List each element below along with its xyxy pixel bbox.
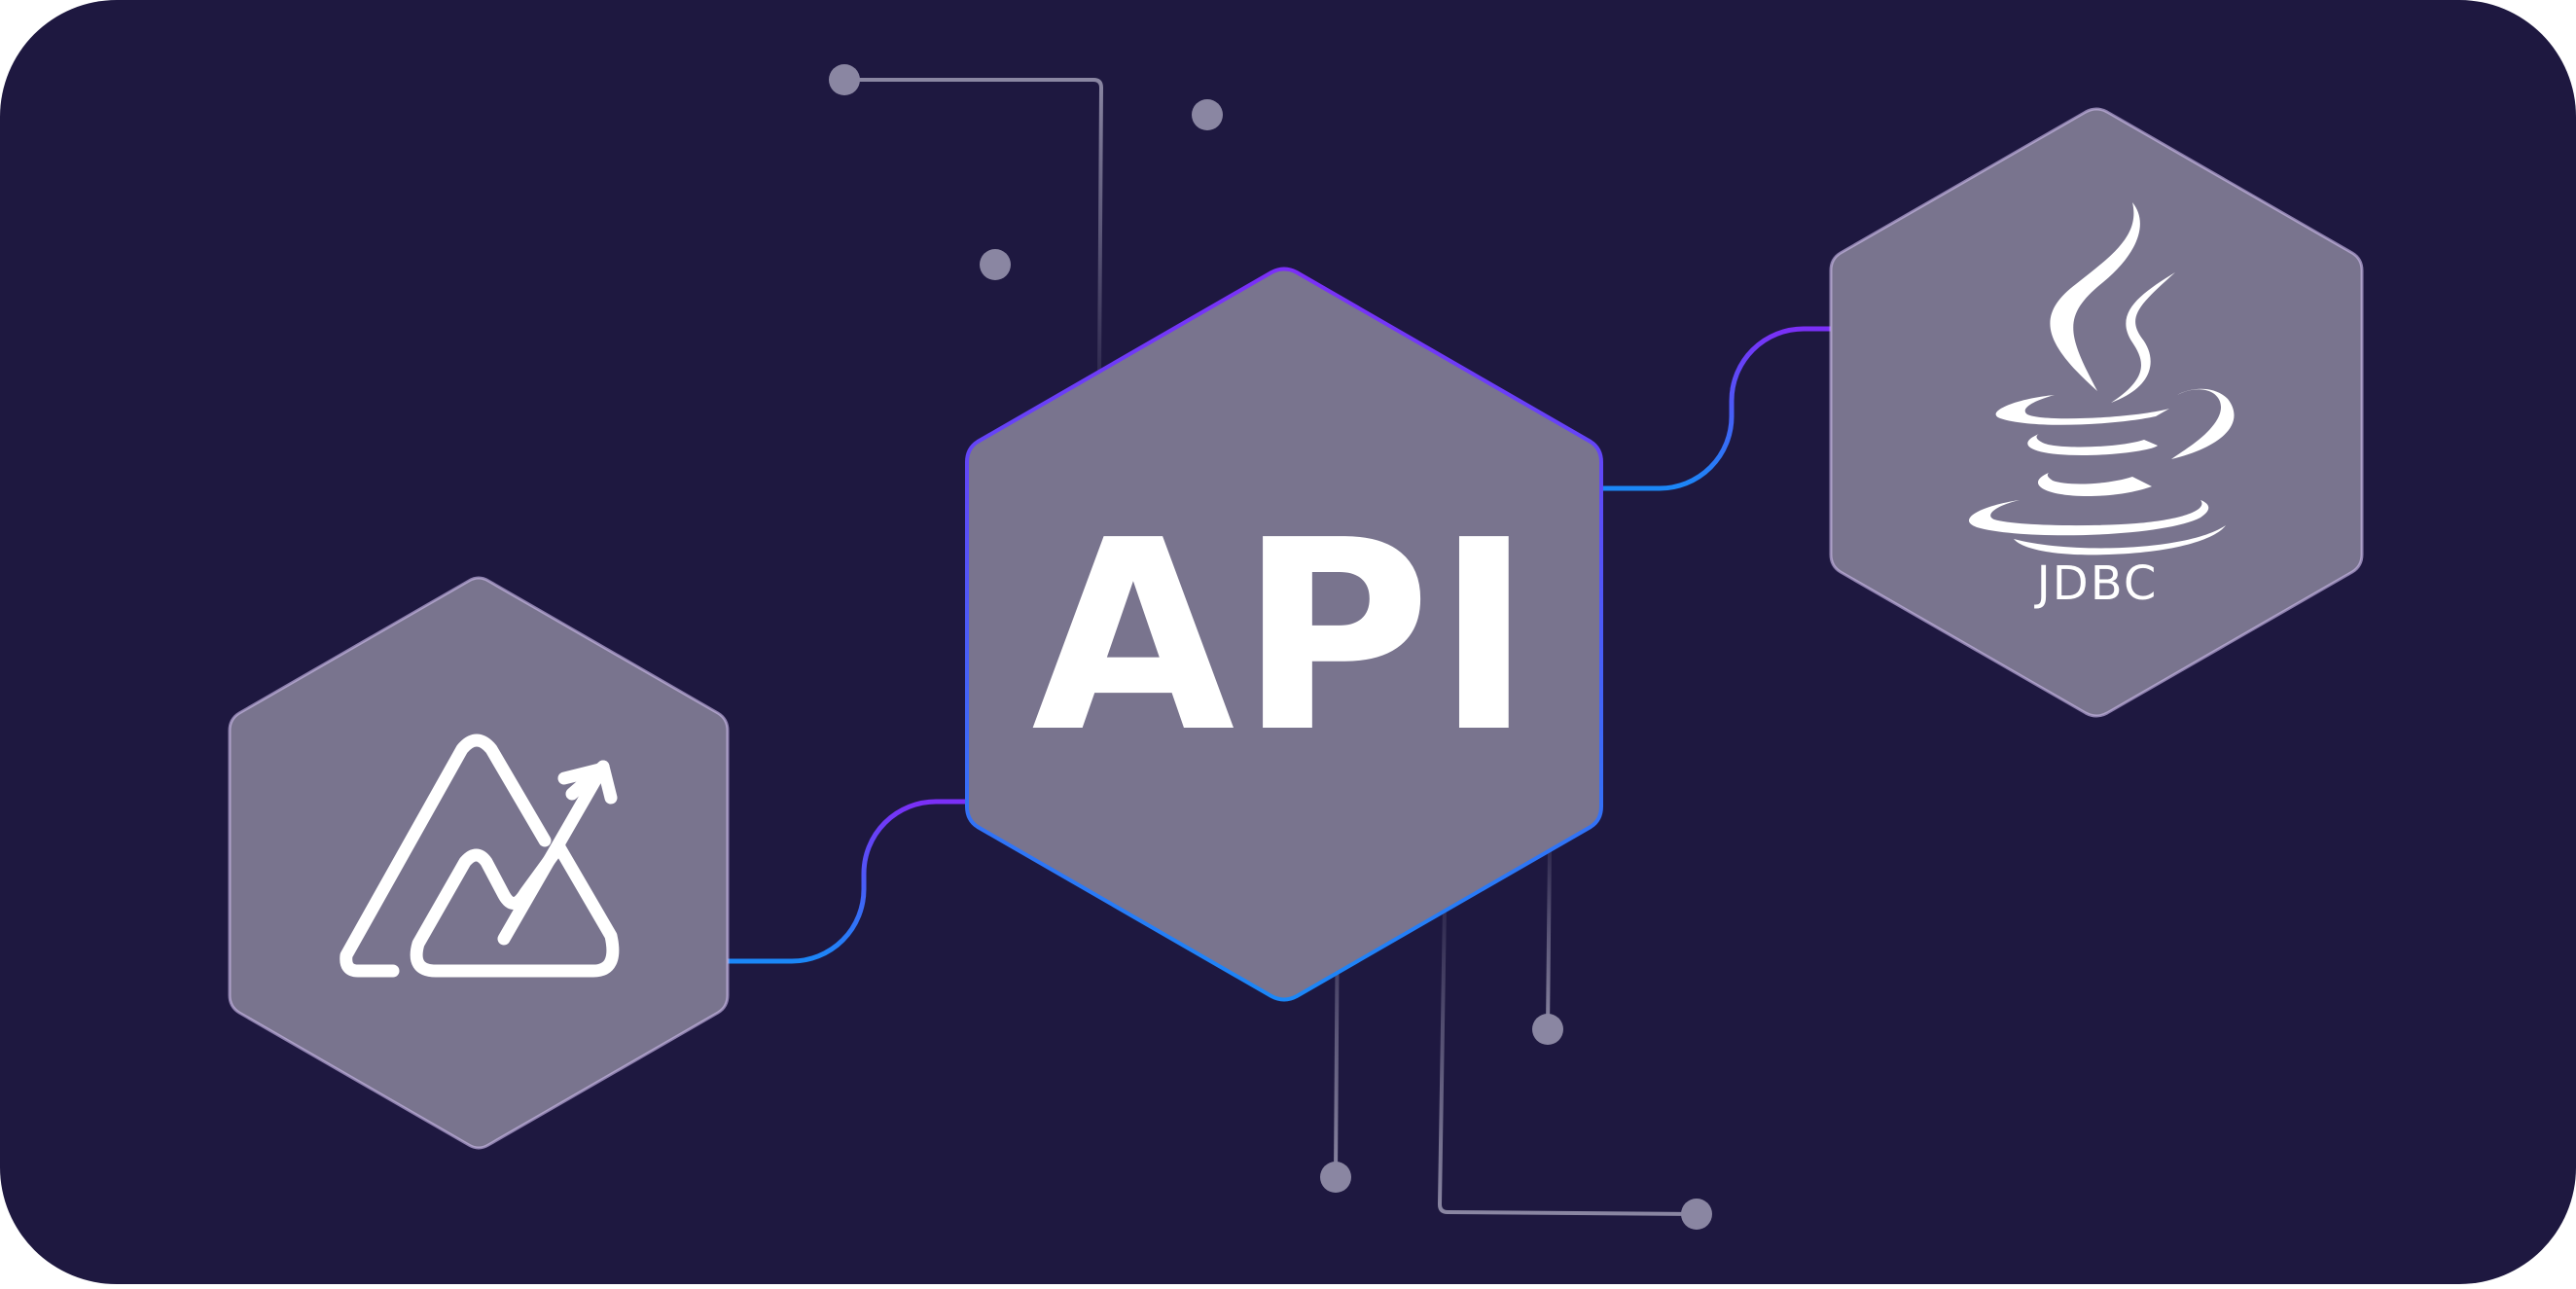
pin-trace-6 — [1546, 845, 1552, 1030]
pin-dot — [1681, 1199, 1712, 1230]
pin-trace-5 — [1437, 904, 1698, 1216]
pin-trace-1 — [844, 78, 1104, 380]
right-hexagon — [1829, 107, 2364, 718]
pin-dot — [829, 64, 860, 95]
pin-dots-bottom — [1320, 1014, 1712, 1230]
pin-dot — [1320, 1162, 1351, 1193]
metabase-analytics-icon — [340, 734, 620, 978]
api-label: API — [1031, 483, 1536, 790]
left-hexagon — [228, 576, 730, 1150]
pin-dot — [1532, 1014, 1563, 1045]
left-node — [228, 576, 730, 1150]
center-hexagon — [965, 267, 1603, 1002]
java-coffee-cup-icon — [1968, 202, 2235, 555]
pin-dot — [1192, 99, 1223, 130]
center-node: API — [965, 267, 1603, 1002]
pin-dots-top — [829, 64, 1223, 280]
right-node: JDBC — [1829, 107, 2364, 718]
connector-right — [1599, 326, 1833, 491]
connector-left — [728, 799, 969, 964]
circuit-pins-top — [844, 78, 1209, 433]
jdbc-label: JDBC — [2034, 556, 2159, 611]
pin-dot — [980, 249, 1011, 280]
